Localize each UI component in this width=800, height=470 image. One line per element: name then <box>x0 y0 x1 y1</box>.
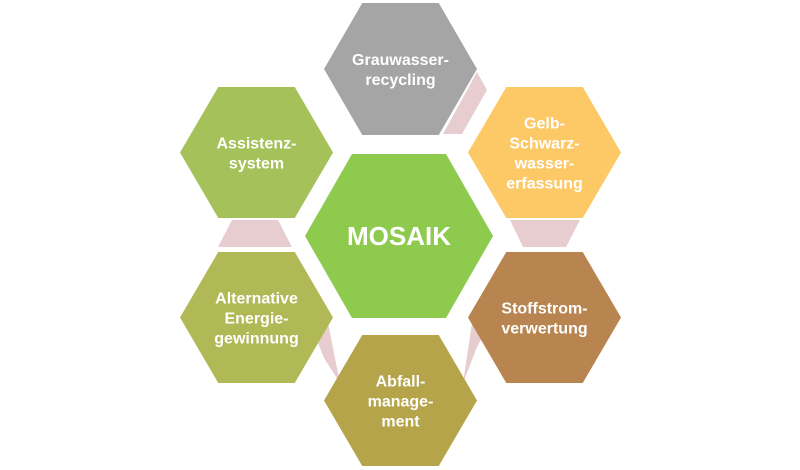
module-label-line: Assistenz- <box>216 136 296 153</box>
module-label-line: Grauwasser- <box>352 52 449 69</box>
module-label-line: ment <box>381 414 420 431</box>
hexagon-gelb-schwarz <box>468 87 621 218</box>
module-label-line: Gelb- <box>524 116 565 133</box>
module-label-line: Alternative <box>215 291 298 308</box>
connector-4 <box>218 220 292 247</box>
module-label-line: wasser- <box>514 156 575 173</box>
module-label-line: recycling <box>365 72 435 89</box>
module-gelb-schwarz: Gelb- Schwarz-wasser-erfassung <box>468 87 621 218</box>
module-label-line: system <box>229 156 284 173</box>
hexagon-energie <box>180 252 333 383</box>
hexagon-abfall <box>324 335 477 466</box>
module-abfall: Abfall-manage-ment <box>324 335 477 466</box>
module-label-line: manage- <box>368 394 434 411</box>
module-label-line: Abfall- <box>376 374 426 391</box>
connector-2 <box>463 323 490 383</box>
module-grauwasser: Grauwasser-recycling <box>324 3 477 135</box>
module-label-line: Schwarz- <box>509 136 579 153</box>
module-label-line: verwertung <box>501 321 587 338</box>
connector-1 <box>510 220 580 247</box>
module-assistenz: Assistenz-system <box>180 87 333 218</box>
module-label-line: Energie- <box>224 311 288 328</box>
module-stoffstrom: Stoffstrom-verwertung <box>468 252 621 383</box>
hexagon-assistenz <box>180 87 333 218</box>
hexagon-grauwasser <box>324 3 477 135</box>
module-label-line: gewinnung <box>214 331 298 348</box>
center-module: MOSAIK <box>305 154 493 318</box>
module-label-line: Stoffstrom- <box>501 301 587 318</box>
hexagon-stoffstrom <box>468 252 621 383</box>
connectors <box>218 72 580 383</box>
module-label-line: erfassung <box>506 176 582 193</box>
connector-0 <box>443 72 487 134</box>
center-label: MOSAIK <box>347 221 451 251</box>
hexagon-center <box>305 154 493 318</box>
